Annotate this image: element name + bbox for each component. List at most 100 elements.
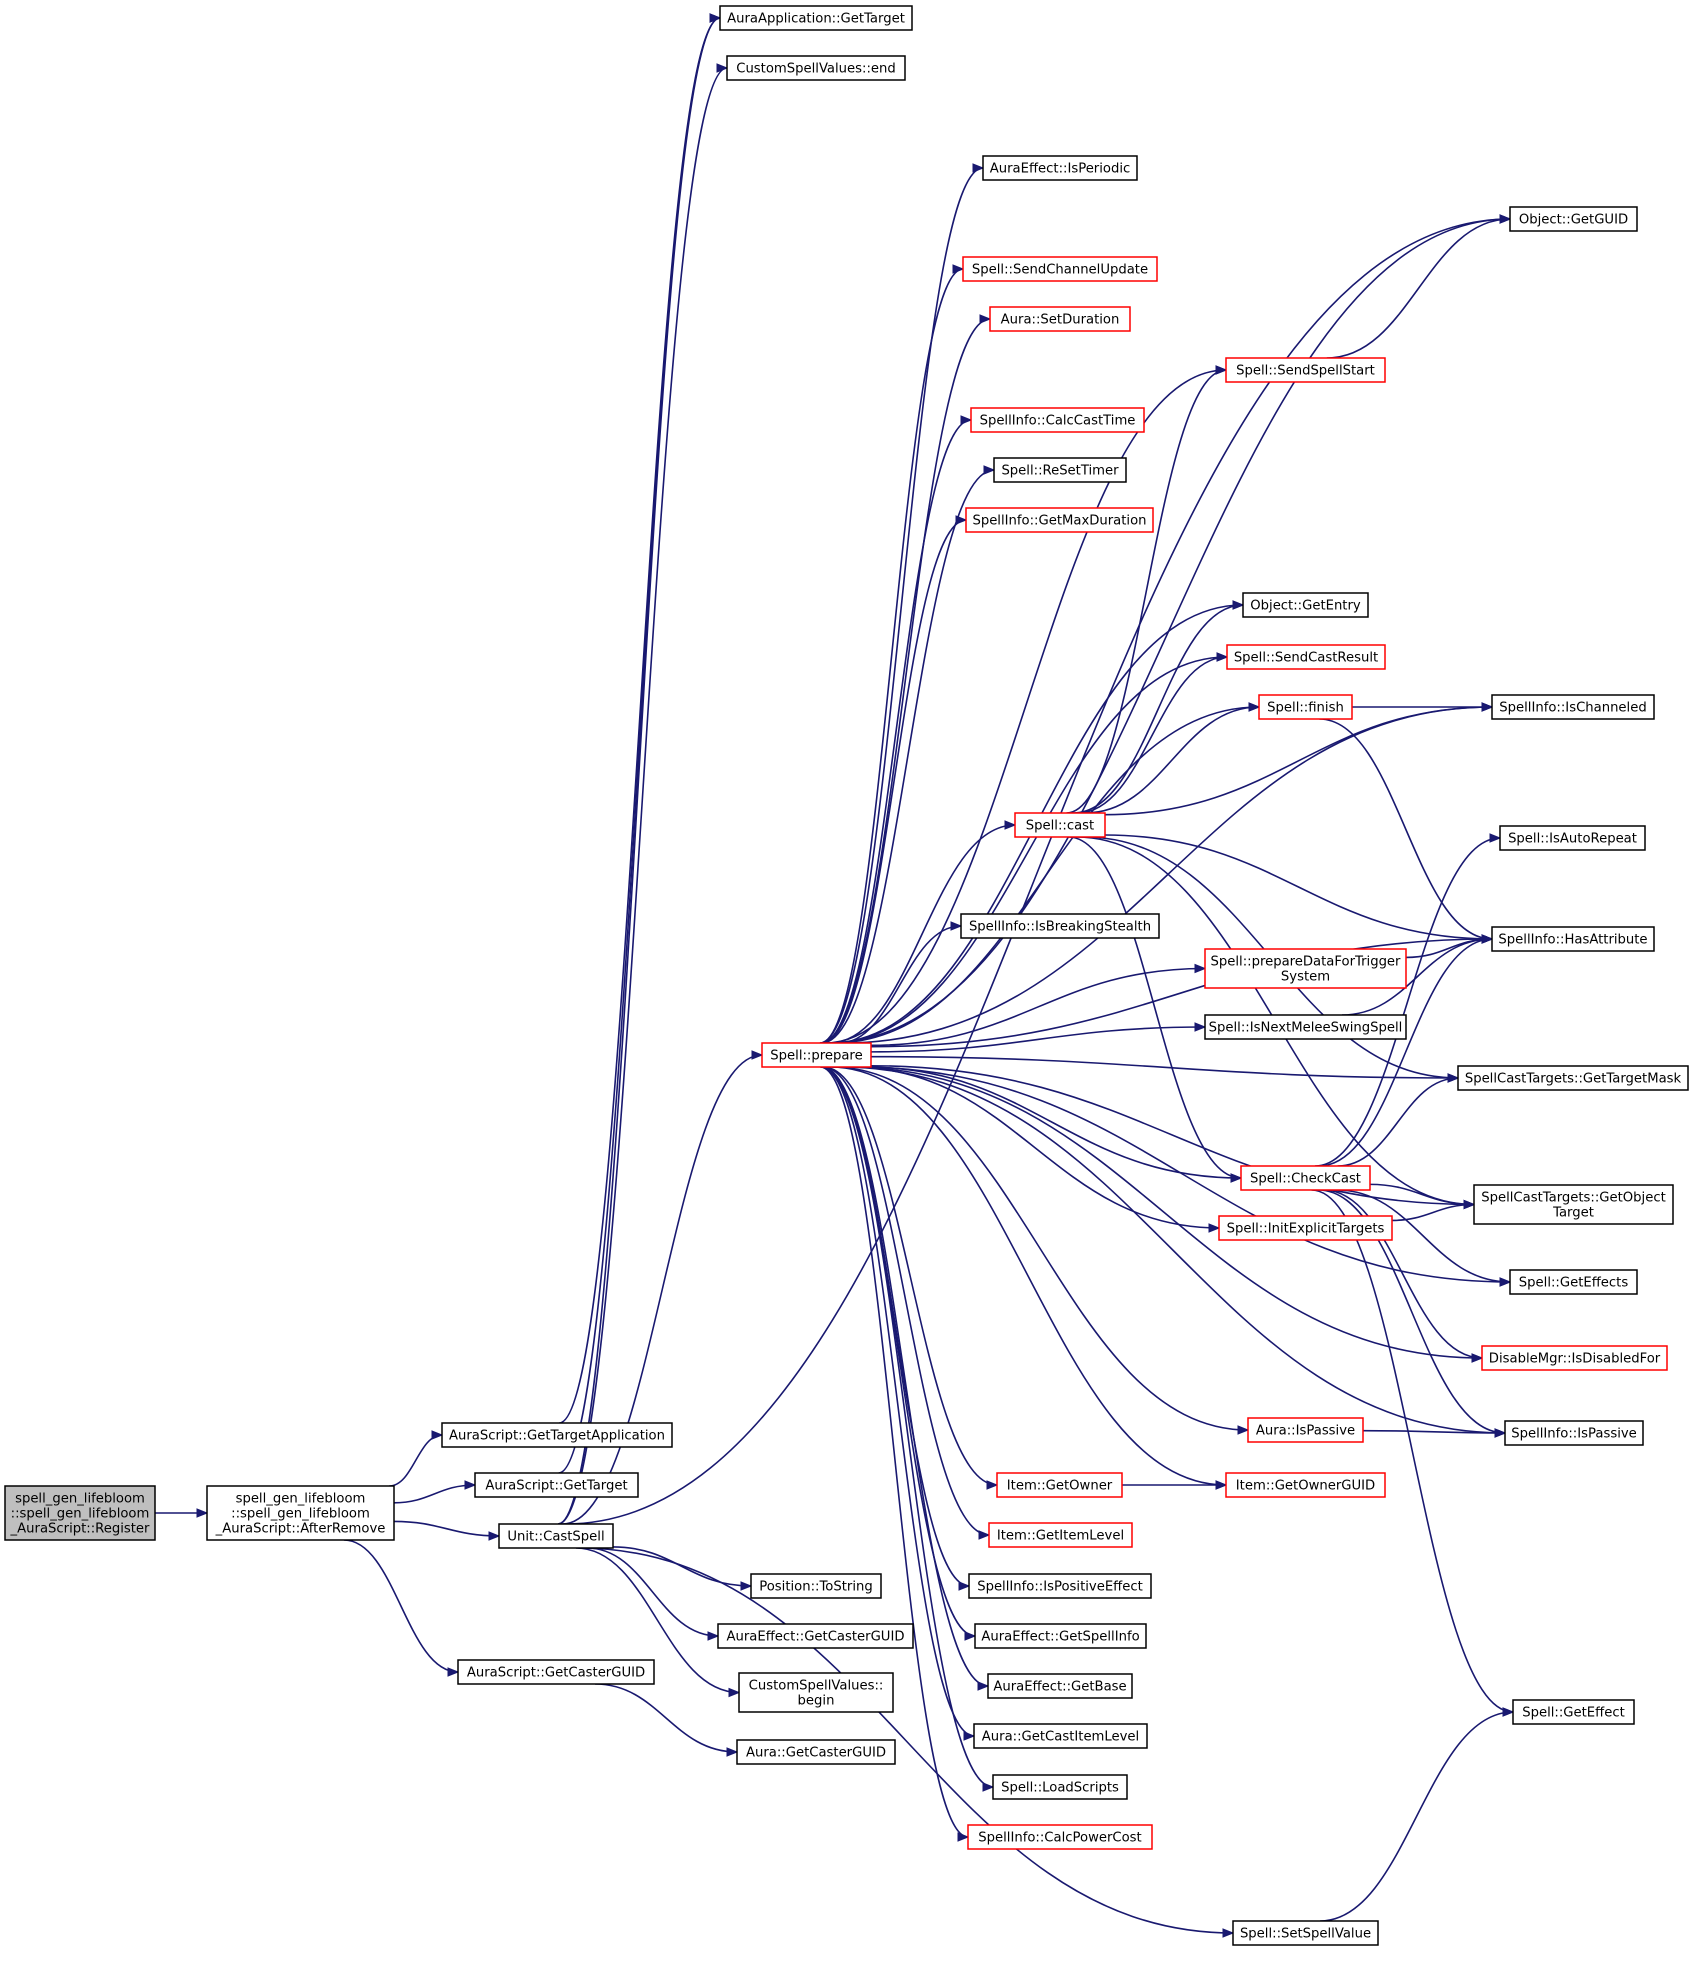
node-auraapp_gettarget[interactable]: AuraApplication::GetTarget xyxy=(719,5,913,31)
node-box-gettargetmask[interactable] xyxy=(1457,1065,1689,1091)
node-gettarget_as[interactable]: AuraScript::GetTarget xyxy=(474,1472,639,1498)
node-box-checkcast[interactable] xyxy=(1240,1165,1371,1191)
node-gettargetmask[interactable]: SpellCastTargets::GetTargetMask xyxy=(1457,1065,1689,1091)
node-box-getentry[interactable] xyxy=(1242,592,1369,618)
node-box-hasattribute[interactable] xyxy=(1491,926,1655,952)
node-box-sendchannelupdate[interactable] xyxy=(962,256,1158,282)
node-tostring[interactable]: Position::ToString xyxy=(750,1573,882,1599)
node-castspell[interactable]: Unit::CastSpell xyxy=(498,1523,614,1549)
node-ae_isperiodic[interactable]: AuraEffect::IsPeriodic xyxy=(982,155,1138,181)
node-box-calccasttime[interactable] xyxy=(970,407,1145,433)
node-aura_ispassive[interactable]: Aura::IsPassive xyxy=(1247,1417,1364,1443)
node-getitemlevel[interactable]: Item::GetItemLevel xyxy=(988,1522,1133,1548)
node-box-isautorepeat[interactable] xyxy=(1499,825,1646,851)
node-box-sendcastresult[interactable] xyxy=(1226,644,1386,670)
node-box-getitemlevel[interactable] xyxy=(988,1522,1133,1548)
node-box-ae_getcasterguid[interactable] xyxy=(717,1623,914,1649)
node-box-ischanneled[interactable] xyxy=(1491,694,1655,720)
node-box-isnextmelee[interactable] xyxy=(1204,1014,1407,1040)
node-ae_getcasterguid[interactable]: AuraEffect::GetCasterGUID xyxy=(717,1623,914,1649)
node-isnextmelee[interactable]: Spell::IsNextMeleeSwingSpell xyxy=(1204,1014,1407,1040)
node-sendcastresult[interactable]: Spell::SendCastResult xyxy=(1226,644,1386,670)
node-root[interactable]: spell_gen_lifebloom::spell_gen_lifebloom… xyxy=(4,1485,156,1541)
node-csv_begin[interactable]: CustomSpellValues::begin xyxy=(738,1672,894,1713)
node-box-getcastitemlevel[interactable] xyxy=(973,1723,1148,1749)
node-getcastitemlevel[interactable]: Aura::GetCastItemLevel xyxy=(973,1723,1148,1749)
node-box-tostring[interactable] xyxy=(750,1573,882,1599)
node-box-prepare[interactable] xyxy=(761,1042,872,1068)
node-gettargetapp[interactable]: AuraScript::GetTargetApplication xyxy=(441,1422,673,1448)
node-cast[interactable]: Spell::cast xyxy=(1014,812,1106,838)
node-box-csv_begin[interactable] xyxy=(738,1672,894,1713)
node-box-afterremove[interactable] xyxy=(206,1485,395,1541)
node-box-loadscripts[interactable] xyxy=(992,1774,1128,1800)
node-box-csv_end[interactable] xyxy=(726,55,906,81)
node-loadscripts[interactable]: Spell::LoadScripts xyxy=(992,1774,1128,1800)
node-box-gettargetapp[interactable] xyxy=(441,1422,673,1448)
node-box-cast[interactable] xyxy=(1014,812,1106,838)
node-box-root[interactable] xyxy=(4,1485,156,1541)
node-ae_getspellinfo[interactable]: AuraEffect::GetSpellInfo xyxy=(974,1623,1147,1649)
node-box-getcasterguid_as[interactable] xyxy=(457,1659,655,1685)
node-box-geteffects[interactable] xyxy=(1509,1269,1638,1295)
node-isdisabledfor[interactable]: DisableMgr::IsDisabledFor xyxy=(1481,1345,1668,1371)
node-item_getowner[interactable]: Item::GetOwner xyxy=(996,1472,1123,1498)
node-csv_end[interactable]: CustomSpellValues::end xyxy=(726,55,906,81)
node-ispositiveeffect[interactable]: SpellInfo::IsPositiveEffect xyxy=(968,1573,1152,1599)
node-box-preparedata[interactable] xyxy=(1204,948,1407,989)
node-box-resettimer[interactable] xyxy=(993,457,1127,483)
node-hasattribute[interactable]: SpellInfo::HasAttribute xyxy=(1491,926,1655,952)
node-checkcast[interactable]: Spell::CheckCast xyxy=(1240,1165,1371,1191)
node-ae_getbase[interactable]: AuraEffect::GetBase xyxy=(987,1673,1133,1699)
node-box-aura_ispassive[interactable] xyxy=(1247,1417,1364,1443)
node-box-initexplicit[interactable] xyxy=(1218,1215,1393,1241)
node-box-ae_isperiodic[interactable] xyxy=(982,155,1138,181)
node-sendspellstart[interactable]: Spell::SendSpellStart xyxy=(1225,357,1386,383)
node-afterremove[interactable]: spell_gen_lifebloom::spell_gen_lifebloom… xyxy=(206,1485,395,1541)
node-getcasterguid_as[interactable]: AuraScript::GetCasterGUID xyxy=(457,1659,655,1685)
node-box-getobjecttarget[interactable] xyxy=(1473,1184,1674,1225)
node-box-isdisabledfor[interactable] xyxy=(1481,1345,1668,1371)
node-box-aura_getcasterguid[interactable] xyxy=(736,1739,896,1765)
node-finish[interactable]: Spell::finish xyxy=(1258,694,1353,720)
node-resettimer[interactable]: Spell::ReSetTimer xyxy=(993,457,1127,483)
node-ischanneled[interactable]: SpellInfo::IsChanneled xyxy=(1491,694,1655,720)
node-setspellvalue[interactable]: Spell::SetSpellValue xyxy=(1232,1920,1379,1946)
node-getentry[interactable]: Object::GetEntry xyxy=(1242,592,1369,618)
node-isbreakingstealth[interactable]: SpellInfo::IsBreakingStealth xyxy=(960,913,1160,939)
node-si_ispassive[interactable]: SpellInfo::IsPassive xyxy=(1504,1420,1644,1446)
node-prepare[interactable]: Spell::prepare xyxy=(761,1042,872,1068)
node-box-castspell[interactable] xyxy=(498,1523,614,1549)
node-box-ae_getbase[interactable] xyxy=(987,1673,1133,1699)
node-box-setspellvalue[interactable] xyxy=(1232,1920,1379,1946)
node-box-isbreakingstealth[interactable] xyxy=(960,913,1160,939)
node-calccasttime[interactable]: SpellInfo::CalcCastTime xyxy=(970,407,1145,433)
node-box-geteffect[interactable] xyxy=(1512,1699,1635,1725)
node-box-getmaxduration[interactable] xyxy=(965,507,1154,533)
node-getmaxduration[interactable]: SpellInfo::GetMaxDuration xyxy=(965,507,1154,533)
node-box-sendspellstart[interactable] xyxy=(1225,357,1386,383)
node-box-si_ispassive[interactable] xyxy=(1504,1420,1644,1446)
node-getownerguid[interactable]: Item::GetOwnerGUID xyxy=(1225,1472,1386,1498)
node-box-finish[interactable] xyxy=(1258,694,1353,720)
node-box-getguid[interactable] xyxy=(1509,206,1638,232)
node-box-ae_getspellinfo[interactable] xyxy=(974,1623,1147,1649)
node-box-calcpowercost[interactable] xyxy=(967,1824,1153,1850)
node-box-gettarget_as[interactable] xyxy=(474,1472,639,1498)
node-box-auraapp_gettarget[interactable] xyxy=(719,5,913,31)
node-box-ispositiveeffect[interactable] xyxy=(968,1573,1152,1599)
node-geteffects[interactable]: Spell::GetEffects xyxy=(1509,1269,1638,1295)
node-box-item_getowner[interactable] xyxy=(996,1472,1123,1498)
node-box-getownerguid[interactable] xyxy=(1225,1472,1386,1498)
node-calcpowercost[interactable]: SpellInfo::CalcPowerCost xyxy=(967,1824,1153,1850)
node-aura_getcasterguid[interactable]: Aura::GetCasterGUID xyxy=(736,1739,896,1765)
node-isautorepeat[interactable]: Spell::IsAutoRepeat xyxy=(1499,825,1646,851)
node-box-setduration[interactable] xyxy=(989,306,1131,332)
node-setduration[interactable]: Aura::SetDuration xyxy=(989,306,1131,332)
node-geteffect[interactable]: Spell::GetEffect xyxy=(1512,1699,1635,1725)
node-sendchannelupdate[interactable]: Spell::SendChannelUpdate xyxy=(962,256,1158,282)
node-getguid[interactable]: Object::GetGUID xyxy=(1509,206,1638,232)
node-initexplicit[interactable]: Spell::InitExplicitTargets xyxy=(1218,1215,1393,1241)
